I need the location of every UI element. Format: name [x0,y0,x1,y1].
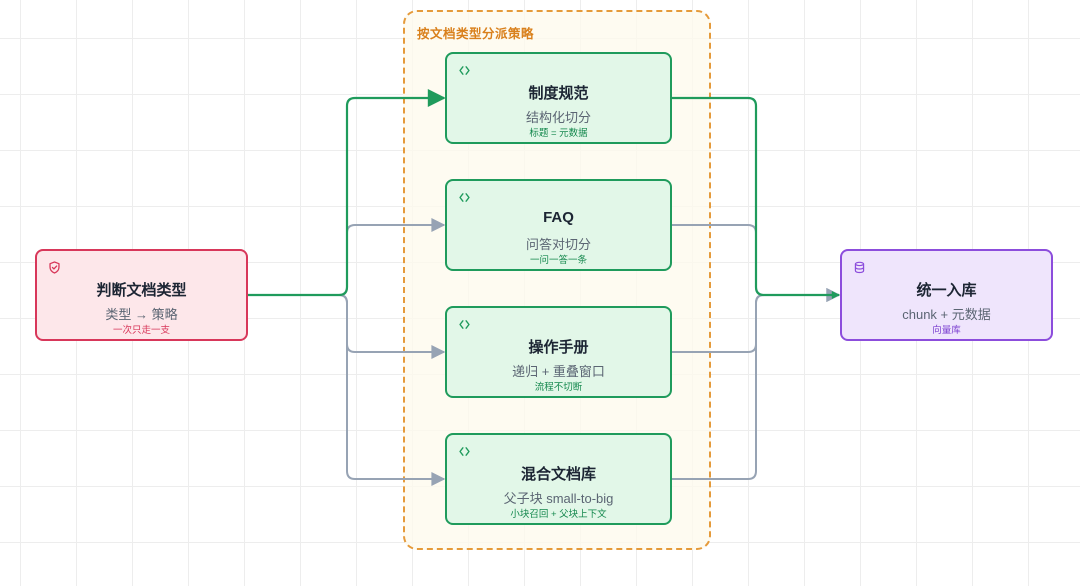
node-manual[interactable]: 操作手册 递归 + 重叠窗口 流程不切断 [445,306,672,398]
node-note: 一次只走一支 [112,325,170,336]
node-title: 操作手册 [528,339,589,356]
code-icon [457,444,471,458]
node-subtitle: 父子块 small-to-big [503,491,614,506]
node-subtitle: chunk + 元数据 [902,307,991,322]
node-judge-doc-type[interactable]: 判断文档类型 类型 → 策略 一次只走一支 [35,249,248,341]
node-title: 判断文档类型 [96,282,187,299]
node-title: 混合文档库 [520,466,596,483]
node-title: 统一入库 [916,282,977,299]
node-title: 制度规范 [528,85,589,102]
node-note: 标题 = 元数据 [529,128,588,139]
node-note: 小块召回 + 父块上下文 [510,509,607,520]
node-subtitle: 问答对切分 [525,237,591,252]
code-icon [457,63,471,77]
node-title: FAQ [543,209,574,226]
node-unified-store[interactable]: 统一入库 chunk + 元数据 向量库 [840,249,1053,341]
node-note: 流程不切断 [534,382,583,393]
node-faq[interactable]: FAQ 问答对切分 一问一答一条 [445,179,672,271]
node-subtitle: 结构化切分 [525,110,591,125]
node-policy-docs[interactable]: 制度规范 结构化切分 标题 = 元数据 [445,52,672,144]
code-icon [457,317,471,331]
node-subtitle: 类型 → 策略 [105,307,178,322]
shield-check-icon [47,260,61,274]
code-icon [457,190,471,204]
edge-mixed-to-store [672,288,841,480]
edge-judge-to-mixed [248,294,446,486]
node-mixed-library[interactable]: 混合文档库 父子块 small-to-big 小块召回 + 父块上下文 [445,433,672,525]
group-title: 按文档类型分派策略 [417,27,535,41]
node-note: 一问一答一条 [529,255,587,266]
node-note: 向量库 [932,325,961,336]
edge-policy-to-store [672,96,840,299]
edge-judge-to-policy [248,89,446,297]
node-subtitle: 递归 + 重叠窗口 [512,364,605,379]
database-icon [852,260,866,274]
